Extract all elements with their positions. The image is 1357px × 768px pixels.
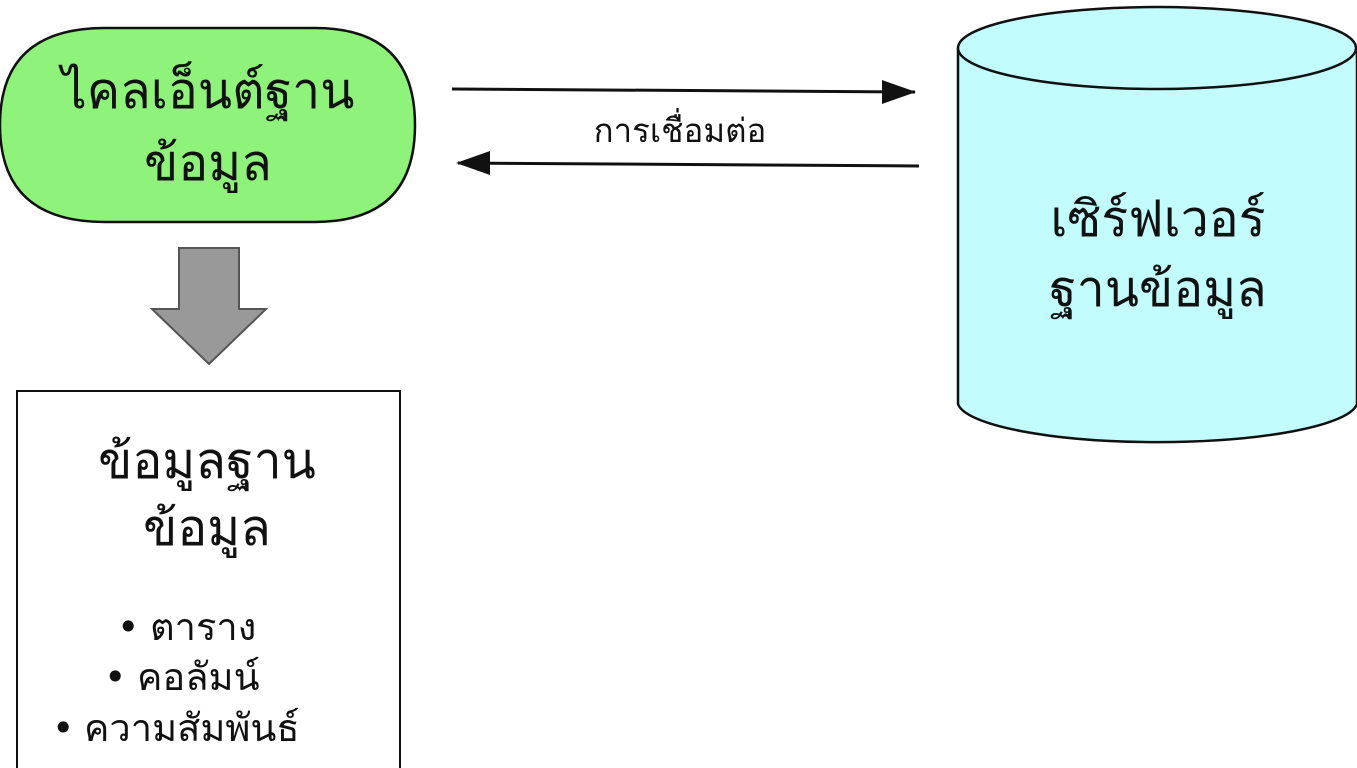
server-label-line2: ฐานข้อมูล <box>1049 260 1267 319</box>
metadata-item: • คอลัมน์ <box>104 655 260 699</box>
arrow-to-client-head <box>456 151 490 175</box>
server-cylinder-body <box>956 48 1357 444</box>
metadata-item: • ตาราง <box>117 605 256 649</box>
down-arrow <box>149 247 269 366</box>
metadata-title-line1: ข้อมูลฐาน <box>98 432 316 491</box>
client-label-line1: ไคลเอ็นต์ฐาน <box>58 61 355 121</box>
metadata-item-label: ตาราง <box>150 605 256 649</box>
bullet-icon: • <box>52 706 74 750</box>
server-cylinder-top <box>956 5 1357 91</box>
metadata-box: ข้อมูลฐาน ข้อมูล • ตาราง • คอลัมน์ • ควา… <box>16 390 401 768</box>
server-label-line1: เซิร์ฟเวอร์ <box>1050 190 1265 248</box>
arrow-to-server-head <box>882 80 916 104</box>
client-shape <box>0 26 417 224</box>
bullet-icon: • <box>117 605 139 649</box>
metadata-item: • ความสัมพันธ์ <box>52 706 300 750</box>
bullet-icon: • <box>104 655 126 699</box>
arrow-to-server <box>451 87 916 94</box>
connection-label: การเชื่อมต่อ <box>594 108 767 150</box>
client-label-line2: ข้อมูล <box>144 134 272 193</box>
metadata-item-label: ความสัมพันธ์ <box>84 706 300 750</box>
server-node: เซิร์ฟเวอร์ ฐานข้อมูล <box>956 5 1357 444</box>
metadata-box-frame <box>16 390 401 768</box>
metadata-title-line2: ข้อมูล <box>143 499 271 558</box>
arrow-to-client <box>457 161 920 168</box>
client-node: ไคลเอ็นต์ฐาน ข้อมูล <box>0 26 417 224</box>
metadata-item-label: คอลัมน์ <box>137 655 260 699</box>
connection-link: การเชื่อมต่อ <box>451 80 920 175</box>
